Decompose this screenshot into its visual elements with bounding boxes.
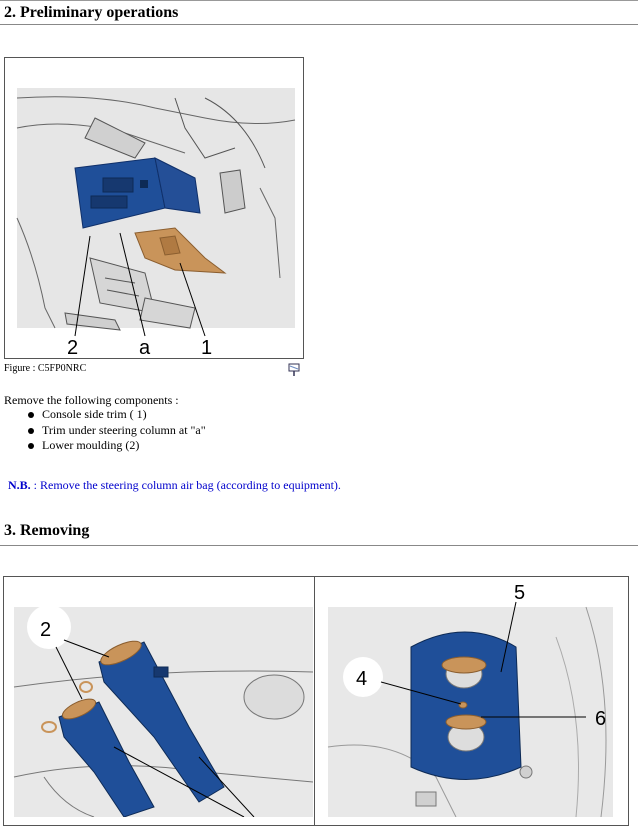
callout-6: 6	[595, 708, 606, 730]
intro-text: Remove the following components :	[4, 393, 179, 407]
note: N.B. : Remove the steering column air ba…	[8, 478, 341, 493]
section-title-removing: 3. Removing	[4, 522, 90, 539]
section-rule	[0, 545, 638, 546]
note-text: : Remove the steering column air bag (ac…	[30, 478, 341, 492]
callout-2: 2	[40, 619, 51, 641]
callout-5: 5	[514, 582, 525, 604]
component-list: Console side trim ( 1) Trim under steeri…	[28, 407, 206, 454]
callout-4: 4	[356, 668, 367, 690]
figure-caption: Figure : C5FP0NRC	[4, 363, 87, 374]
list-item: Console side trim ( 1)	[28, 407, 206, 423]
bracket-illustration: 4 5 6	[327, 582, 613, 817]
connector-illustration: 2	[13, 605, 313, 817]
pin-icon[interactable]	[287, 363, 301, 377]
section-title-preliminary: 2. Preliminary operations	[4, 4, 179, 21]
note-label: N.B.	[8, 478, 31, 492]
callout-2: 2	[67, 337, 78, 358]
callout-1: 1	[201, 337, 212, 358]
section-rule	[0, 24, 638, 25]
list-item: Trim under steering column at "a"	[28, 423, 206, 439]
dashboard-illustration: 2 a 1	[16, 88, 296, 359]
callout-a: a	[139, 337, 151, 358]
table-divider	[314, 576, 315, 826]
figure-frame: 2 a 1	[4, 57, 304, 359]
top-rule	[0, 0, 638, 1]
list-item: Lower moulding (2)	[28, 438, 206, 454]
